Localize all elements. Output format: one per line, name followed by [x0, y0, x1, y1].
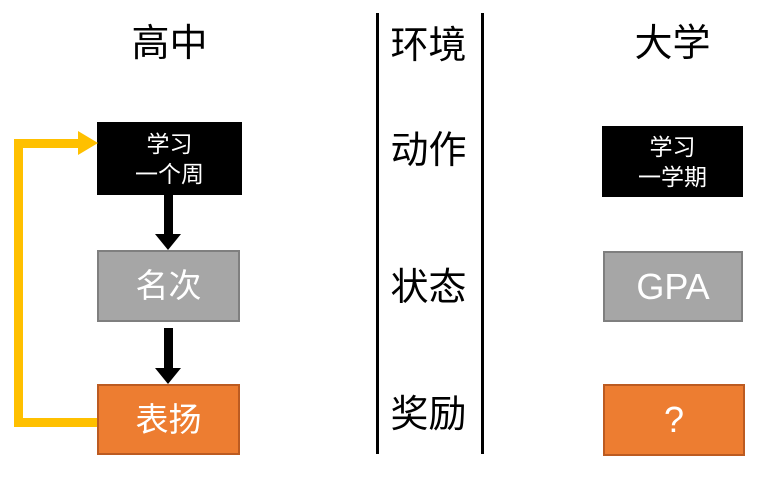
flow-arrow-down-icon-1 — [155, 234, 181, 250]
feedback-loop-top-segment — [14, 139, 78, 148]
highschool-action-line2: 一个周 — [135, 160, 204, 187]
divider-line-right — [481, 13, 484, 454]
divider-line-left — [376, 13, 379, 454]
row-label-state: 状态 — [390, 267, 467, 309]
row-label-environment: 环境 — [390, 25, 467, 67]
highschool-state-box: 名次 — [97, 250, 240, 322]
highschool-state-label: 名次 — [135, 267, 202, 304]
row-label-action: 动作 — [390, 130, 467, 172]
highschool-reward-box: 表扬 — [97, 384, 240, 455]
highschool-action-line1: 学习 — [146, 130, 193, 157]
flow-arrow-shaft-2 — [164, 328, 173, 368]
feedback-loop-bottom-segment — [14, 418, 97, 427]
university-action-box: 学习 一学期 — [602, 126, 743, 197]
column-title-university: 大学 — [634, 23, 711, 65]
highschool-reward-label: 表扬 — [135, 400, 202, 438]
university-action-line2: 一学期 — [638, 163, 707, 190]
university-reward-label: ? — [663, 399, 685, 440]
university-state-box: GPA — [603, 251, 743, 322]
university-reward-box: ? — [603, 384, 745, 456]
flow-arrow-shaft-1 — [164, 195, 173, 234]
flow-arrow-down-icon-2 — [155, 368, 181, 384]
row-label-reward: 奖励 — [390, 394, 467, 436]
university-state-label: GPA — [636, 265, 710, 307]
feedback-arrow-right-icon — [78, 131, 98, 155]
column-title-highschool: 高中 — [131, 23, 208, 65]
feedback-loop-vertical-segment — [14, 139, 23, 427]
highschool-action-box: 学习 一个周 — [97, 122, 242, 195]
university-action-line1: 学习 — [649, 133, 696, 160]
